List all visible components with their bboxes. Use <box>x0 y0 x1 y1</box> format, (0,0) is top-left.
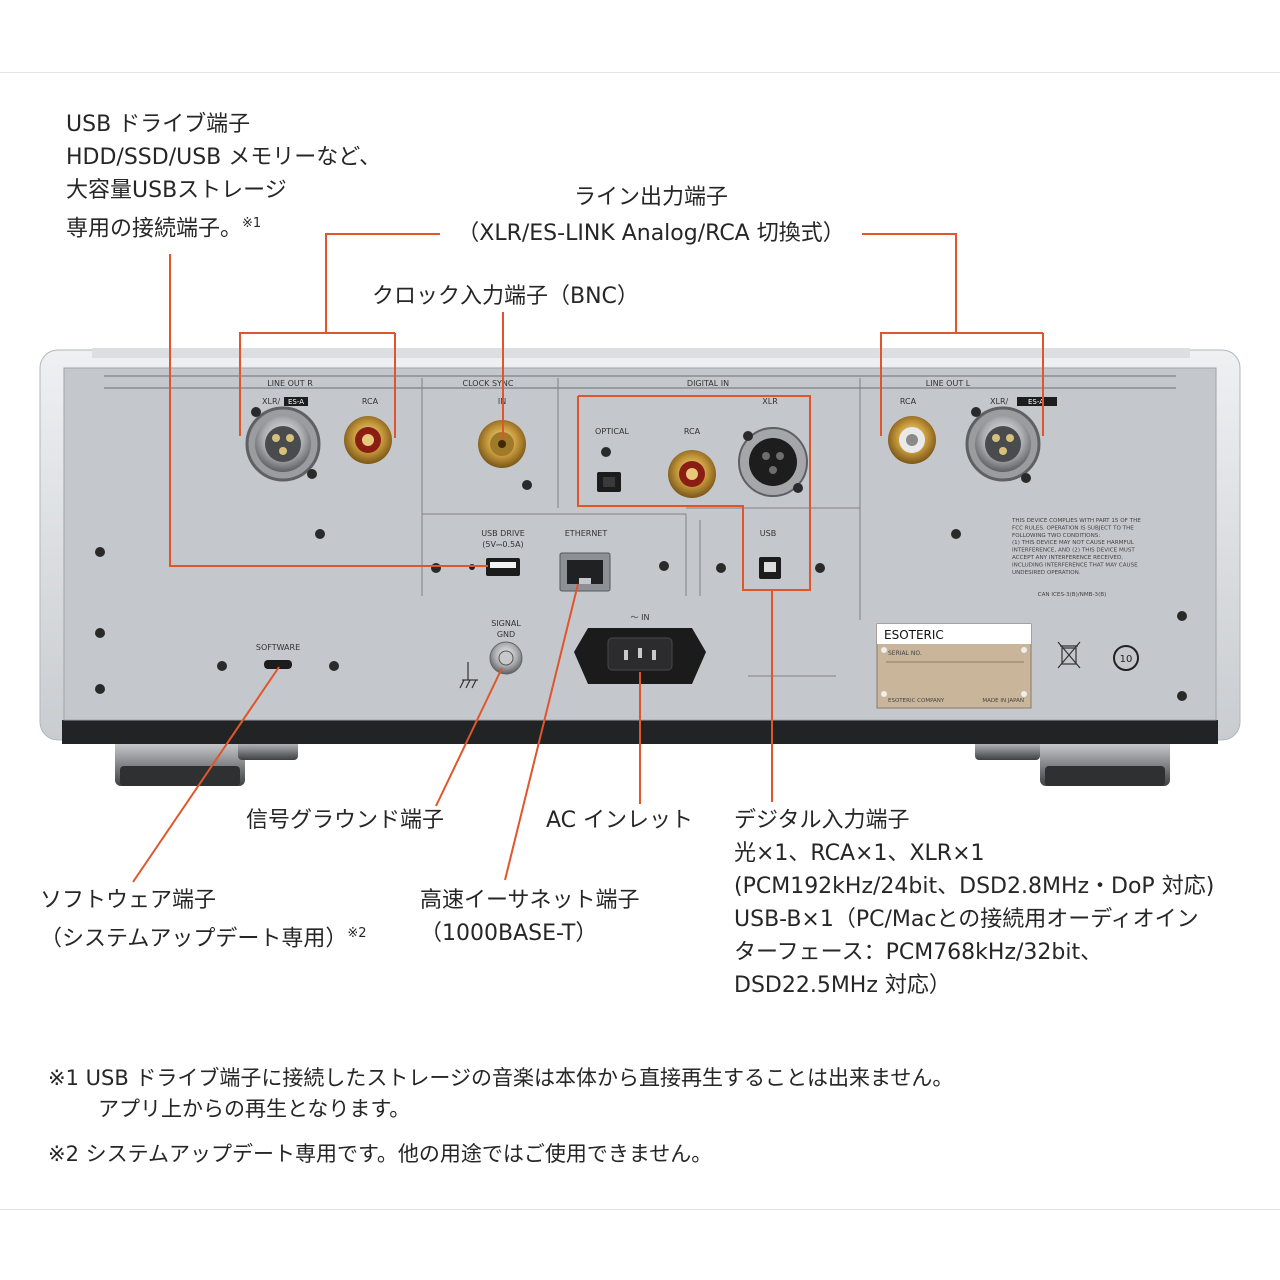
fcc-notice: THIS DEVICE COMPLIES WITH PART 15 OF THE… <box>1011 518 1141 576</box>
origin-label: MADE IN JAPAN <box>982 698 1024 704</box>
image-frame <box>0 72 1280 1210</box>
leader-ethernet <box>504 583 579 881</box>
label-ethernet: ETHERNET <box>565 529 608 538</box>
signal-gnd-label: 信号グラウンド端子 <box>246 808 445 833</box>
foot-left <box>115 738 245 786</box>
rca-digital-input[interactable] <box>668 450 716 498</box>
xlr-out-r[interactable] <box>245 406 321 482</box>
rca-out-r[interactable] <box>344 416 392 464</box>
ground-symbol-icon <box>459 662 478 689</box>
software-line-1: ソフトウェア端子 <box>40 888 217 913</box>
rca-out-l[interactable] <box>888 416 936 464</box>
label-usb-drive: USB DRIVE <box>481 529 525 538</box>
line-out-title: ライン出力端子 <box>573 185 728 210</box>
usb-drive-port[interactable] <box>486 558 520 576</box>
section-digital-in: DIGITAL IN <box>687 379 729 388</box>
note-mark-1: ※1 <box>242 216 262 231</box>
label-es-badge-r: ES-A <box>288 398 304 406</box>
leader-usb-drive <box>169 254 488 567</box>
line-out-detail: （XLR/ES-LINK Analog/RCA 切換式） <box>457 221 845 246</box>
label-xlr-es-r: XLR/ <box>262 397 280 406</box>
label-rca-r: RCA <box>362 397 379 406</box>
label-gnd: GND <box>497 630 515 639</box>
label-rca-l: RCA <box>900 397 917 406</box>
callout-usb-drive: USB ドライブ端子 HDD/SSD/USB メモリーなど、 大容量USBストレ… <box>66 108 381 245</box>
ethernet-port[interactable] <box>559 552 611 592</box>
label-xlr-digital: XLR <box>762 397 778 406</box>
fcc-line: THIS DEVICE COMPLIES WITH PART 15 OF THE <box>1011 518 1141 524</box>
ac-inlet[interactable] <box>574 628 706 684</box>
usb-b-port[interactable] <box>759 557 781 579</box>
xlr-digital-input[interactable] <box>738 427 808 497</box>
callout-ethernet: 高速イーサネット端子 （1000BASE-T） <box>420 884 640 950</box>
usb-drive-line-1: USB ドライブ端子 <box>66 112 251 137</box>
label-can-ices: CAN ICES-3(B)/NMB-3(B) <box>1038 592 1107 598</box>
footnote-2: ※2 システムアップデート専用です。他の用途ではご使用できません。 <box>48 1142 713 1166</box>
fcc-line: FCC RULES. OPERATION IS SUBJECT TO THE <box>1012 525 1134 531</box>
callout-digital-in: デジタル入力端子 光×1、RCA×1、XLR×1 (PCM192kHz/24bi… <box>734 804 1214 1002</box>
note-mark-2: ※2 <box>347 926 367 941</box>
leader-software <box>132 666 280 883</box>
label-xlr-es-l: XLR/ <box>990 397 1008 406</box>
digital-in-line-1: デジタル入力端子 <box>734 808 910 833</box>
callout-line-out: ライン出力端子 （XLR/ES-LINK Analog/RCA 切換式） <box>440 181 862 250</box>
usb-drive-line-3: 大容量USBストレージ <box>66 178 287 203</box>
label-rca-digital: RCA <box>684 427 701 436</box>
callout-clock-in: クロック入力端子（BNC） <box>372 280 639 313</box>
label-ac-in: ～ IN <box>631 613 650 622</box>
label-optical: OPTICAL <box>595 427 629 436</box>
fcc-line: INCLUDING INTERFERENCE THAT MAY CAUSE <box>1012 562 1138 568</box>
clock-in-label: クロック入力端子（BNC） <box>372 284 639 309</box>
label-es-badge-l: ES-A <box>1028 398 1044 406</box>
label-software: SOFTWARE <box>256 643 300 652</box>
software-line-2: （システムアップデート専用）※2 <box>40 926 367 952</box>
ethernet-line-2: （1000BASE-T） <box>420 921 598 946</box>
fcc-line: INTERFERENCE, AND (2) THIS DEVICE MUST <box>1012 548 1135 554</box>
optical-input[interactable] <box>597 472 621 492</box>
fcc-line: ACCEPT ANY INTERFERENCE RECEIVED, <box>1012 555 1123 561</box>
software-port[interactable] <box>264 660 292 669</box>
ground-terminal[interactable] <box>489 641 523 675</box>
label-usb: USB <box>760 529 776 538</box>
label-usb-drive-rating: (5V⎓0.5A) <box>482 540 523 549</box>
brand-logo: ESOTERIC <box>884 628 944 642</box>
usb-drive-line-2: HDD/SSD/USB メモリーなど、 <box>66 145 382 170</box>
callout-signal-gnd: 信号グラウンド端子 <box>246 804 444 837</box>
label-signal: SIGNAL <box>491 619 521 628</box>
recycle-period-icon: 10 <box>1113 645 1139 671</box>
footnote-1-line-1: ※1 USB ドライブ端子に接続したストレージの音楽は本体から直接再生することは… <box>48 1066 954 1090</box>
ac-inlet-label: AC インレット <box>546 808 694 833</box>
digital-in-line-6: DSD22.5MHz 対応） <box>734 973 951 998</box>
usb-drive-line-4: 専用の接続端子。※1 <box>66 216 262 242</box>
digital-in-line-2: 光×1、RCA×1、XLR×1 <box>734 841 985 866</box>
weee-bin-icon <box>1057 641 1081 669</box>
svg-text:10: 10 <box>1120 654 1133 665</box>
section-line-out-r: LINE OUT R <box>267 379 313 388</box>
digital-in-line-3: (PCM192kHz/24bit、DSD2.8MHz・DoP 対応) <box>734 874 1215 899</box>
section-line-out-l: LINE OUT L <box>926 379 971 388</box>
serial-plate: ESOTERIC SERIAL NO. ESOTERIC COMPANY MAD… <box>876 623 1032 709</box>
fcc-line: UNDESIRED OPERATION. <box>1012 570 1081 576</box>
leader-lines <box>132 233 1044 883</box>
serial-label: SERIAL NO. <box>888 650 922 657</box>
ethernet-line-1: 高速イーサネット端子 <box>420 888 640 913</box>
digital-in-line-4: USB-B×1（PC/Macとの接続用オーディオイン <box>734 907 1199 932</box>
foot-right <box>1040 738 1170 786</box>
leader-signal-gnd <box>435 667 503 807</box>
section-clock-sync: CLOCK SYNC <box>463 379 514 388</box>
xlr-out-l[interactable] <box>965 406 1041 482</box>
leader-digital-box <box>577 395 811 591</box>
callout-ac-inlet: AC インレット <box>546 804 693 837</box>
footnote-1-line-2: アプリ上からの再生となります。 <box>98 1097 411 1121</box>
maker-label: ESOTERIC COMPANY <box>888 698 945 704</box>
fcc-line: FOLLOWING TWO CONDITIONS: <box>1012 533 1100 539</box>
callout-software: ソフトウェア端子 （システムアップデート専用）※2 <box>40 884 367 955</box>
fcc-line: (1) THIS DEVICE MAY NOT CAUSE HARMFUL <box>1012 540 1135 546</box>
digital-in-line-5: ターフェース：PCM768kHz/32bit、 <box>734 940 1103 965</box>
bnc-clock-input[interactable] <box>478 420 526 468</box>
